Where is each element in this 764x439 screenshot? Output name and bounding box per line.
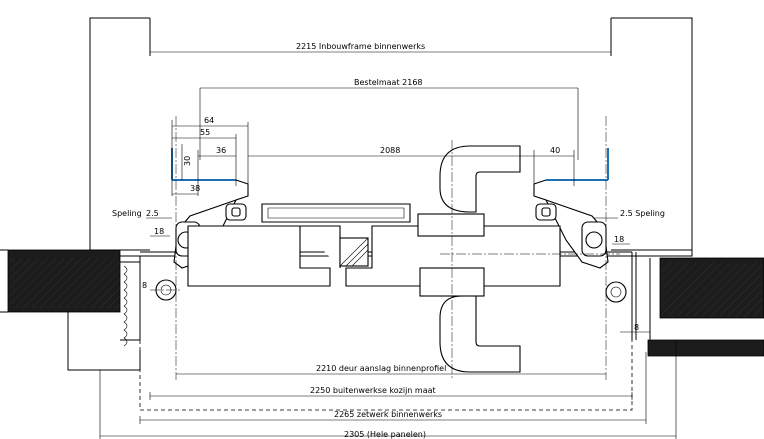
- dim-8-left: 8: [142, 281, 147, 290]
- speling-left-label: Speling: [112, 209, 142, 218]
- dim-36: 36: [216, 146, 226, 155]
- wall-left: [0, 249, 141, 371]
- dimension-lines: [99, 48, 677, 439]
- right-jamb-profile: [533, 179, 627, 303]
- door-leaf-left: [187, 203, 411, 287]
- dim-hele-panelen: 2305 (Hele panelen): [344, 430, 426, 439]
- dimension-labels: 2215 Inbouwframe binnenwerks Bestelmaat …: [112, 42, 665, 439]
- dim-deur-aanslag: 2210 deur aanslag binnenprofiel: [316, 364, 446, 373]
- dim-18-right: 18: [614, 235, 624, 244]
- center-lines: [150, 116, 620, 380]
- dim-buitenwerkse: 2250 buitenwerkse kozijn maat: [310, 386, 436, 395]
- door-leaf-right: [345, 213, 561, 287]
- speling-right-label: 2.5 Speling: [620, 209, 665, 218]
- dim-2088: 2088: [380, 146, 400, 155]
- dashed-outline: [139, 340, 633, 411]
- dim-inbouwframe: 2215 Inbouwframe binnenwerks: [296, 42, 425, 51]
- dim-64: 64: [204, 116, 214, 125]
- speling-left-value: 2.5: [146, 209, 159, 218]
- frame-channel-left: [89, 17, 151, 257]
- dim-55: 55: [200, 128, 210, 137]
- dim-38: 38: [190, 184, 200, 193]
- wall-right: [647, 257, 764, 357]
- dim-bestelmaat: Bestelmaat 2168: [354, 78, 423, 87]
- dim-30: 30: [183, 156, 192, 166]
- dim-zetwerk: 2265 zetwerk binnenwerks: [334, 410, 442, 419]
- dim-40: 40: [550, 146, 560, 155]
- dim-18-left: 18: [154, 227, 164, 236]
- frame-channel-right: [610, 17, 693, 257]
- dim-8-right: 8: [634, 323, 639, 332]
- door-handle: [419, 145, 521, 373]
